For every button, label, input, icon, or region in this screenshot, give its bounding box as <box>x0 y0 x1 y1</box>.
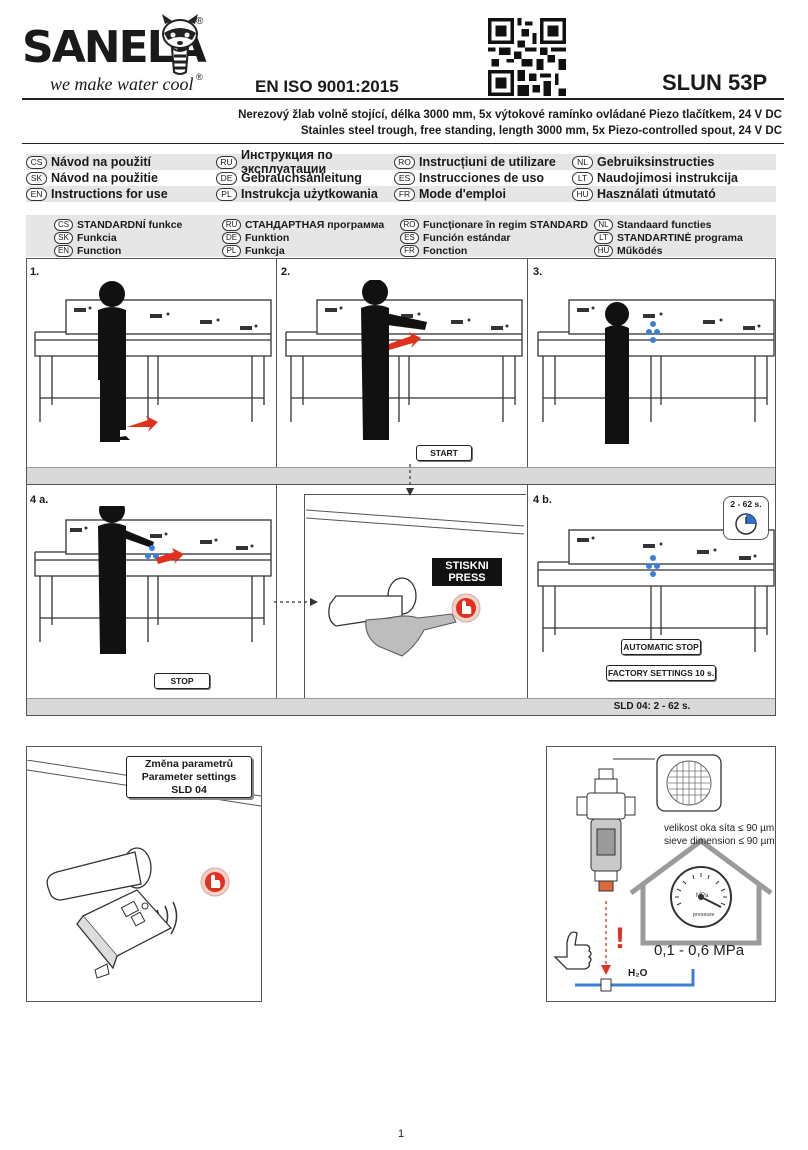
manual-title-cs: Návod na použití <box>51 155 151 169</box>
trough-illustration-3 <box>537 299 775 444</box>
press-label-cz: STISKNI <box>445 560 489 572</box>
function-de: Funktion <box>245 231 290 244</box>
timer-range-label: 2 - 62 s. <box>730 499 762 509</box>
manual-row-3: EN Instructions for use PL Instrukcja użyt… <box>26 186 776 202</box>
dashed-connectors <box>274 464 414 606</box>
manual-title-nl: Gebruiksinstructies <box>597 155 715 169</box>
manual-title-en: Instructions for use <box>51 187 168 201</box>
lang-code-pl: PL <box>216 187 237 201</box>
trough-illustration-2 <box>285 280 523 440</box>
function-hu: Működés <box>617 244 663 257</box>
gauge-unit: MPa <box>696 893 709 899</box>
function-fr: Fonction <box>423 244 468 257</box>
step-4b-label: 4 b. <box>533 494 552 506</box>
step-3-label: 3. <box>533 266 543 278</box>
manual-title-hu: Használati útmutató <box>597 187 716 201</box>
description-divider <box>22 143 784 144</box>
function-nl: Standaard functies <box>617 218 712 231</box>
lang-code-lt: LT <box>572 171 593 185</box>
trough-illustration-1 <box>34 281 272 442</box>
registered-mark-tagline: ® <box>196 72 203 82</box>
brand-tagline: we make water cool <box>50 74 194 94</box>
factory-settings-label: FACTORY SETTINGS 10 s. <box>606 665 716 681</box>
sieve-size-cz: velikost oka síta ≤ 90 µm <box>664 823 775 834</box>
function-sk: Funkcia <box>77 231 117 244</box>
pressure-range: 0,1 - 0,6 MPa <box>654 942 745 959</box>
function-es: Función estándar <box>423 231 511 244</box>
manual-title-es: Instrucciones de uso <box>419 171 545 185</box>
remote-control-illustration <box>27 760 261 979</box>
qr-code[interactable] <box>488 18 566 96</box>
trough-illustration-4a <box>34 506 272 654</box>
function-cs: STANDARDNÍ funkce <box>77 218 183 231</box>
model-number: SLUN 53P <box>662 70 768 95</box>
stop-label: STOP <box>154 673 210 689</box>
function-pl: Funkcja <box>245 244 285 257</box>
iso-certification: EN ISO 9001:2015 <box>255 77 399 96</box>
function-en: Function <box>77 244 122 257</box>
lang-code-fr: FR <box>394 187 415 201</box>
manual-title-ro: Instrucțiuni de utilizare <box>419 155 556 169</box>
registered-mark: ® <box>196 16 204 27</box>
press-label-en: PRESS <box>448 572 486 584</box>
page-number: 1 <box>398 1128 405 1140</box>
manual-title-sk: Návod na použitie <box>51 171 158 185</box>
lang-code-sk: SK <box>26 171 47 185</box>
lang-code-es: ES <box>394 171 415 185</box>
parameter-settings-badge: Změna parametrů Parameter settings SLD 0… <box>126 756 252 798</box>
manual-row-2: SK Návod na použitie DE Gebrauchsanleitung… <box>26 170 776 186</box>
steps-row2-footer <box>27 698 775 715</box>
description-en: Stainles steel trough, free standing, le… <box>300 125 782 137</box>
filter-pressure-illustration <box>553 754 773 992</box>
manual-title-fr: Mode d'emploi <box>419 187 506 201</box>
gauge-pressure-label: pressure <box>693 912 715 918</box>
timer-icon: 2 - 62 s. <box>723 496 769 540</box>
lang-code-ro: RO <box>394 155 415 169</box>
lang-code-de: DE <box>216 171 237 185</box>
params-code: SLD 04 <box>171 784 207 796</box>
automatic-stop-label: AUTOMATIC STOP <box>621 639 701 655</box>
params-title-en: Parameter settings <box>141 771 237 783</box>
lang-code-nl: NL <box>572 155 593 169</box>
press-closeup-illustration <box>306 509 524 657</box>
params-title-cz: Změna parametrů <box>144 758 234 770</box>
sieve-size-en: sieve dimension ≤ 90 µm <box>664 836 775 847</box>
trough-illustration-4b <box>537 529 775 652</box>
manual-title-de: Gebrauchsanleitung <box>241 171 362 185</box>
raccoon-mascot-icon <box>162 14 198 75</box>
start-label: START <box>416 445 472 461</box>
water-label: H₂O <box>628 968 648 979</box>
lang-code-hu: HU <box>572 187 593 201</box>
press-instruction-badge: STISKNI PRESS <box>432 558 502 586</box>
manual-row-1: CS Návod na použití RU Инструкция по экспл… <box>26 148 776 176</box>
function-ro: Funcționare în regim STANDARD <box>423 218 588 231</box>
step-1-label: 1. <box>30 266 40 278</box>
manual-title-lt: Naudojimosi instrukcija <box>597 171 739 185</box>
steps-row1-footer <box>27 467 775 484</box>
manual-title-pl: Instrukcja użytkowania <box>241 187 378 201</box>
lang-code-ru: RU <box>216 155 237 169</box>
step-4a-label: 4 a. <box>30 494 49 506</box>
lang-code-cs: CS <box>26 155 47 169</box>
header-divider <box>22 98 784 100</box>
sld-range-footer: SLD 04: 2 - 62 s. <box>613 701 691 712</box>
manual-title-ru: Инструкция по эксплуатации <box>241 148 333 176</box>
warning-icon: ! <box>615 922 625 955</box>
function-lt: STANDARTINĖ programa <box>617 231 743 244</box>
function-ru: СТАНДАРТНАЯ программа <box>245 218 385 231</box>
lang-code-en: EN <box>26 187 47 201</box>
description-cz: Nerezový žlab volně stojící, délka 3000 … <box>238 109 782 121</box>
step-2-label: 2. <box>281 266 291 278</box>
